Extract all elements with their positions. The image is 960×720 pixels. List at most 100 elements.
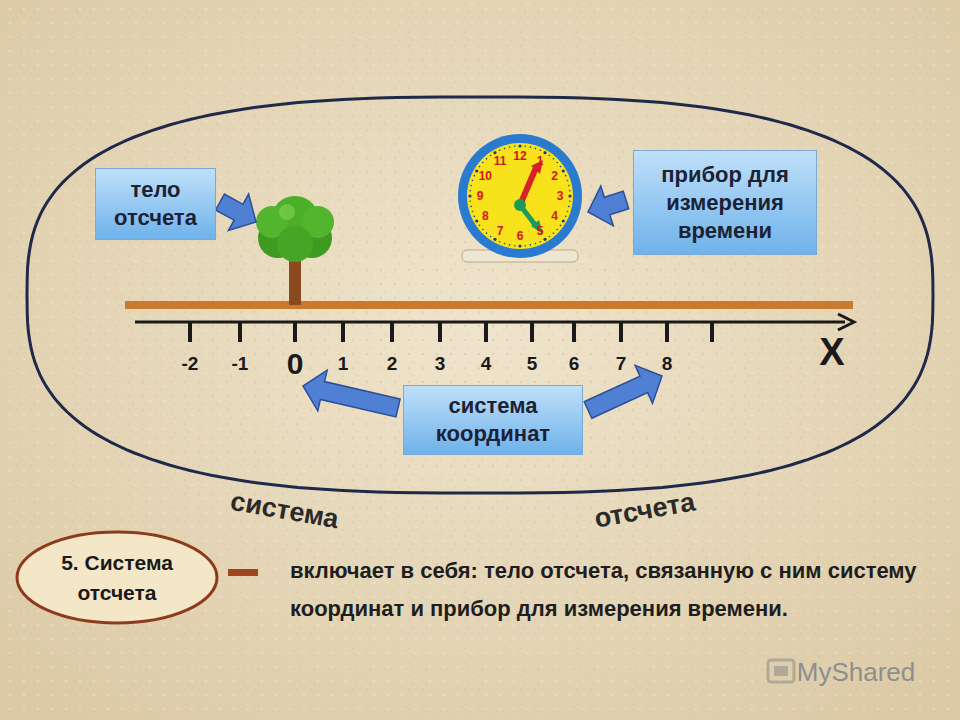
axis-name: X: [819, 331, 844, 374]
clock-number: 12: [513, 149, 526, 163]
clock-dot: [535, 148, 537, 150]
clock-number: 9: [477, 189, 484, 203]
clock-dot: [499, 241, 501, 243]
pointer-arrow: [303, 370, 400, 417]
box-label: тело отсчета: [102, 176, 209, 232]
clock-dot: [553, 232, 555, 234]
clock-dot: [562, 169, 565, 172]
clock-dot: [474, 216, 476, 218]
box-label: 5. Система отсчета: [29, 548, 205, 608]
clock-dot: [472, 180, 474, 182]
axis-tick: [710, 322, 714, 342]
clock-dot: [482, 229, 484, 231]
clock-dot: [470, 185, 472, 187]
axis-number: 7: [616, 353, 627, 375]
clock-dot: [518, 144, 521, 147]
clock-dot: [468, 194, 471, 197]
pointer-arrow: [216, 194, 256, 231]
clock-dot: [565, 175, 567, 177]
clock-dot: [556, 162, 558, 164]
clock-dot: [524, 145, 526, 147]
axis-tick: [238, 322, 242, 342]
axis-number: 8: [662, 353, 673, 375]
pointer-arrow: [588, 186, 629, 226]
clock-dot: [472, 211, 474, 213]
axis-tick: [438, 322, 442, 342]
clock-dot: [504, 243, 506, 245]
frame-ellipse: системаотсчетатело отсчетаприбор для изм…: [25, 95, 935, 495]
clock-dot: [469, 190, 471, 192]
clock-dot: [486, 232, 488, 234]
clock-dot: [560, 225, 562, 227]
frame-label: система: [229, 485, 342, 534]
axis-number: -1: [232, 353, 249, 375]
axis-number: 4: [481, 353, 492, 375]
clock-dot: [568, 194, 571, 197]
clock-dot: [475, 219, 478, 222]
clock-number: 3: [557, 189, 564, 203]
clock-dot: [482, 162, 484, 164]
clock-dot: [549, 155, 551, 157]
clock-dot: [540, 241, 542, 243]
clock-dot: [514, 245, 516, 247]
clock-dot: [530, 146, 532, 148]
clock-dot: [562, 219, 565, 222]
frame-label: отсчета: [592, 486, 697, 534]
clock-dot: [543, 238, 546, 241]
axis-ticks: [190, 322, 712, 342]
clock-dot: [479, 225, 481, 227]
clock-dot: [493, 238, 496, 241]
clock-dot: [474, 175, 476, 177]
axis-number: 5: [527, 353, 538, 375]
clock-dot: [565, 216, 567, 218]
clock-number: 6: [517, 229, 524, 243]
box-label: прибор для измерения времени: [640, 161, 810, 245]
axis-tick: [619, 322, 623, 342]
clock-dot: [493, 151, 496, 154]
watermark: MyShared: [797, 657, 916, 688]
ground-line: [125, 301, 853, 309]
clock-dot: [535, 243, 537, 245]
clock-number: 8: [482, 209, 489, 223]
axis-tick: [390, 322, 394, 342]
dash: [228, 569, 258, 576]
axis-tick: [484, 322, 488, 342]
clock-dot: [518, 244, 521, 247]
clock-dot: [479, 166, 481, 168]
axis-number: 3: [435, 353, 446, 375]
axis-tick: [341, 322, 345, 342]
axis-tick: [665, 322, 669, 342]
watermark-icon: [768, 660, 794, 682]
clock-dot: [568, 206, 570, 208]
clock-dot: [569, 200, 571, 202]
clock-number: 1: [537, 154, 544, 168]
clock-dot: [569, 190, 571, 192]
axis-tick: [530, 322, 534, 342]
clock-dot: [514, 145, 516, 147]
clock-number: 2: [551, 169, 558, 183]
clock-dot: [490, 155, 492, 157]
info-box: система координат: [403, 385, 583, 455]
clock-dot: [490, 236, 492, 238]
axis-number: 0: [287, 347, 304, 381]
axis-arrow: [838, 314, 854, 330]
clock-dot: [568, 185, 570, 187]
clock-dot: [553, 158, 555, 160]
oval-outline: [15, 530, 219, 625]
axis-number: 6: [569, 353, 580, 375]
clock-dot: [486, 158, 488, 160]
clock-dot: [499, 150, 501, 152]
tree: [256, 196, 334, 305]
axis-tick: [572, 322, 576, 342]
clock-number: 10: [479, 169, 492, 183]
axis-number: 2: [387, 353, 398, 375]
clock-dot: [543, 151, 546, 154]
clock-number: 11: [494, 154, 507, 168]
axis-tick: [293, 322, 297, 342]
clock-dot: [470, 206, 472, 208]
clock-dot: [504, 148, 506, 150]
oval-shape: [17, 532, 217, 623]
axis-number: -2: [182, 353, 199, 375]
clock: [458, 134, 582, 262]
clock-dot: [567, 180, 569, 182]
